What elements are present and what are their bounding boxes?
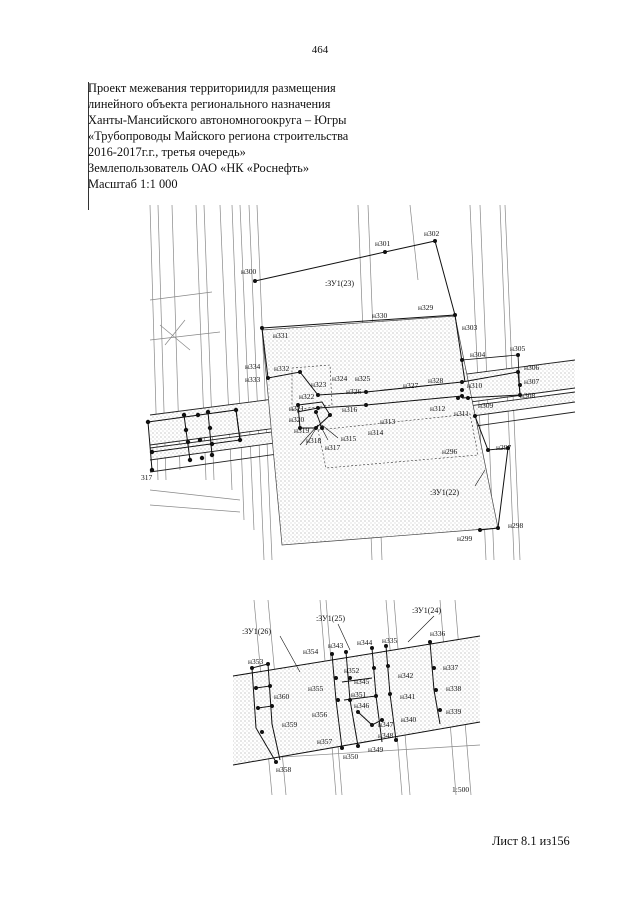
title-line-3: Ханты-Мансийского автономногоокруга – Юг… bbox=[88, 113, 347, 127]
label-n356: н356 bbox=[312, 710, 328, 719]
title-line-4: «Трубопроводы Майского региона строитель… bbox=[88, 129, 349, 143]
label-n307: н307 bbox=[524, 377, 540, 386]
title-block: Проект межевания территориидля размещени… bbox=[88, 80, 348, 192]
label-n312: н312 bbox=[430, 404, 446, 413]
label-n335: н335 bbox=[382, 636, 398, 645]
label-n298: н298 bbox=[508, 521, 524, 530]
label-n333: н333 bbox=[245, 375, 261, 384]
label-n305: н305 bbox=[510, 344, 526, 353]
zone-label-zu24: :ЗУ1(24) bbox=[412, 606, 441, 615]
label-n319: н319 bbox=[294, 426, 310, 435]
label-n349: н349 bbox=[368, 745, 384, 754]
label-n313: н313 bbox=[380, 417, 396, 426]
label-n359: н359 bbox=[282, 720, 298, 729]
scale-line: Масштаб 1:1 000 bbox=[88, 177, 178, 191]
label-n329: н329 bbox=[418, 303, 434, 312]
inset-map: н335 н336 н337 н338 н339 н340 н341 н342 … bbox=[232, 599, 481, 796]
label-n302: н302 bbox=[424, 229, 440, 238]
label-n345: н345 bbox=[354, 677, 370, 686]
label-n346: н346 bbox=[354, 701, 370, 710]
label-n300: н300 bbox=[241, 267, 257, 276]
top-map: н300 н301 н302 н303 н304 н305 н306 н307 … bbox=[141, 204, 576, 561]
label-n314: н314 bbox=[368, 428, 384, 437]
title-line-2: линейного объекта регионального назначен… bbox=[88, 97, 331, 111]
label-n324: н324 bbox=[332, 374, 348, 383]
label-n353: н353 bbox=[248, 657, 264, 666]
label-n296: н296 bbox=[442, 447, 458, 456]
label-n352: н352 bbox=[344, 666, 360, 675]
svg-text:317: 317 bbox=[141, 473, 153, 482]
sheet-label: Лист 8.1 из156 bbox=[492, 834, 570, 848]
label-n320: н320 bbox=[289, 415, 305, 424]
label-n340: н340 bbox=[401, 715, 417, 724]
title-line-5: 2016-2017г.г., третья очередь» bbox=[88, 145, 246, 159]
label-n350: н350 bbox=[343, 752, 359, 761]
label-n308: н308 bbox=[520, 391, 536, 400]
label-n297: н297 bbox=[496, 443, 512, 452]
label-n358: н358 bbox=[276, 765, 292, 774]
title-line-6: Землепользователь ОАО «НК «Роснефть» bbox=[88, 161, 310, 175]
zone-label-zu23: :ЗУ1(23) bbox=[325, 279, 354, 288]
label-n311: н311 bbox=[454, 409, 469, 418]
label-n303: н303 bbox=[462, 323, 478, 332]
label-n334: н334 bbox=[245, 362, 261, 371]
label-n322: н322 bbox=[299, 392, 315, 401]
label-n299: н299 bbox=[457, 534, 473, 543]
label-n318: н318 bbox=[306, 436, 322, 445]
label-n326: н326 bbox=[346, 387, 362, 396]
label-n325: н325 bbox=[355, 374, 371, 383]
label-n327: н327 bbox=[403, 381, 419, 390]
margin-line bbox=[88, 82, 89, 210]
label-n347: н347 bbox=[378, 720, 394, 729]
label-n355: н355 bbox=[308, 684, 324, 693]
label-n323: н323 bbox=[311, 380, 327, 389]
label-n309: н309 bbox=[478, 401, 494, 410]
label-n316: н316 bbox=[342, 405, 358, 414]
label-n330: н330 bbox=[372, 311, 388, 320]
label-n310: н310 bbox=[467, 381, 483, 390]
label-n339: н339 bbox=[446, 707, 462, 716]
label-n351: н351 bbox=[351, 690, 367, 699]
label-n304: н304 bbox=[470, 350, 486, 359]
label-n360: н360 bbox=[274, 692, 290, 701]
label-n332: н332 bbox=[274, 364, 290, 373]
label-n315: н315 bbox=[341, 434, 357, 443]
label-n342: н342 bbox=[398, 671, 414, 680]
label-n341: н341 bbox=[400, 692, 416, 701]
label-n306: н306 bbox=[524, 363, 540, 372]
label-n331: н331 bbox=[273, 331, 289, 340]
title-line-1: Проект межевания территориидля размещени… bbox=[88, 81, 336, 95]
label-n336: н336 bbox=[430, 629, 446, 638]
label-n338: н338 bbox=[446, 684, 462, 693]
label-n328: н328 bbox=[428, 376, 444, 385]
label-n354: н354 bbox=[303, 647, 319, 656]
label-n344: н344 bbox=[357, 638, 373, 647]
label-n337: н337 bbox=[443, 663, 459, 672]
label-n301: н301 bbox=[375, 239, 391, 248]
page-number: 464 bbox=[311, 44, 329, 56]
zone-label-zu25: :ЗУ1(25) bbox=[316, 614, 345, 623]
label-n348: н348 bbox=[378, 731, 394, 740]
zone-label-zu26: :ЗУ1(26) bbox=[242, 627, 271, 636]
label-n357: н357 bbox=[317, 737, 333, 746]
label-n317: н317 bbox=[325, 443, 341, 452]
label-n343: н343 bbox=[328, 641, 344, 650]
label-n321: н321 bbox=[289, 404, 305, 413]
inset-scale: 1:500 bbox=[452, 785, 469, 794]
zone-label-zu22: :ЗУ1(22) bbox=[430, 488, 459, 497]
